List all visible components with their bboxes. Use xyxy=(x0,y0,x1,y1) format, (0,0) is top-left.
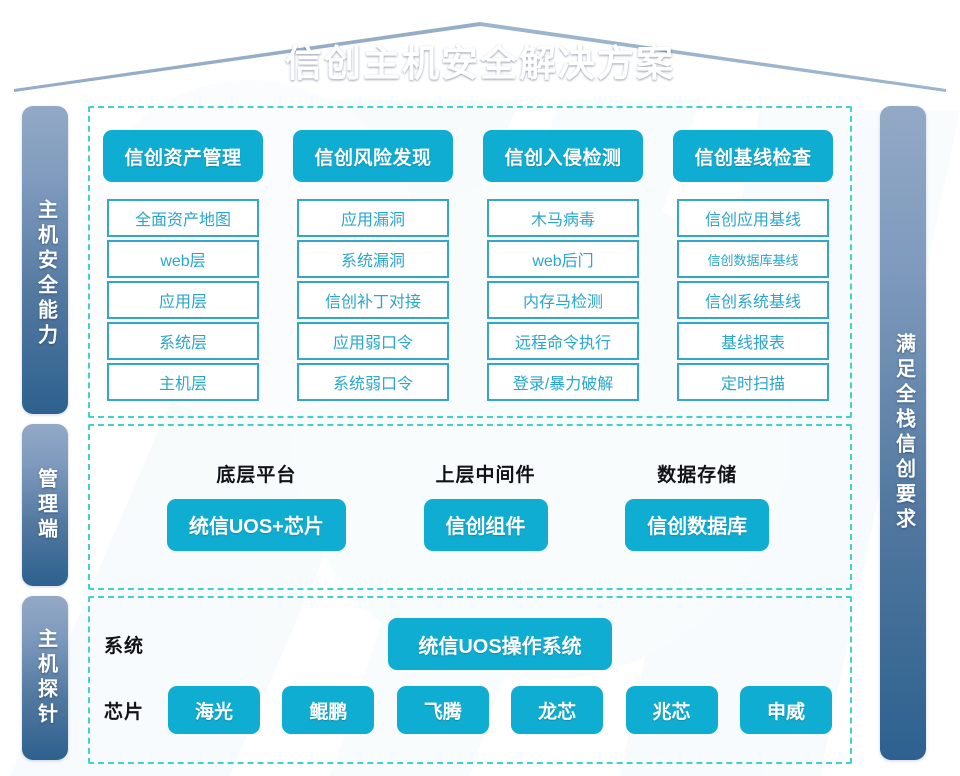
middle-group-data-storage: 数据存储 信创数据库 xyxy=(625,460,770,551)
probe-chip-row: 芯片 海光 鲲鹏 飞腾 龙芯 兆芯 申威 xyxy=(104,686,832,734)
rail-label-fullstack-requirement: 满足全栈信创要求 xyxy=(892,333,915,533)
rail-label-host-security-capability: 主机安全能力 xyxy=(34,199,57,349)
capability-item-list-intrusion-detection: 木马病毒 web后门 内存马检测 远程命令执行 登录/暴力破解 xyxy=(487,199,639,401)
capability-header-baseline-check[interactable]: 信创基线检查 xyxy=(673,130,833,182)
capability-column-risk-discovery: 信创风险发现 应用漏洞 系统漏洞 信创补丁对接 应用弱口令 系统弱口令 xyxy=(293,130,453,401)
capability-column-asset-management: 信创资产管理 全面资产地图 web层 应用层 系统层 主机层 xyxy=(103,130,263,401)
capability-item[interactable]: 应用弱口令 xyxy=(297,322,449,360)
capability-item[interactable]: 信创应用基线 xyxy=(677,199,829,237)
capability-item[interactable]: 全面资产地图 xyxy=(107,199,259,237)
capability-item-list-baseline-check: 信创应用基线 信创数据库基线 信创系统基线 基线报表 定时扫描 xyxy=(677,199,829,401)
capability-item[interactable]: 信创数据库基线 xyxy=(677,240,829,278)
capability-item[interactable]: 定时扫描 xyxy=(677,363,829,401)
middle-group-label: 底层平台 xyxy=(216,464,297,486)
page-title: 信创主机安全解决方案 xyxy=(285,43,675,84)
middle-platform-groups: 底层平台 统信UOS+芯片 上层中间件 信创组件 数据存储 信创数据库 xyxy=(88,424,848,586)
probe-chip-list: 海光 鲲鹏 飞腾 龙芯 兆芯 申威 xyxy=(168,686,832,734)
capability-column-baseline-check: 信创基线检查 信创应用基线 信创数据库基线 信创系统基线 基线报表 定时扫描 xyxy=(673,130,833,401)
probe-system-row: 系统 统信UOS操作系统 xyxy=(104,618,832,670)
capability-item[interactable]: 系统漏洞 xyxy=(297,240,449,278)
rail-label-management-console: 管理端 xyxy=(34,467,57,543)
capability-item[interactable]: web后门 xyxy=(487,240,639,278)
capability-header-risk-discovery[interactable]: 信创风险发现 xyxy=(293,130,453,182)
capability-column-intrusion-detection: 信创入侵检测 木马病毒 web后门 内存马检测 远程命令执行 登录/暴力破解 xyxy=(483,130,643,401)
middle-group-label: 数据存储 xyxy=(657,464,738,486)
capability-item[interactable]: 内存马检测 xyxy=(487,281,639,319)
capability-columns: 信创资产管理 全面资产地图 web层 应用层 系统层 主机层 信创风险发现 应用… xyxy=(88,106,848,414)
chip-box[interactable]: 龙芯 xyxy=(511,686,604,734)
capability-header-intrusion-detection[interactable]: 信创入侵检测 xyxy=(483,130,643,182)
capability-item[interactable]: 系统层 xyxy=(107,322,259,360)
title-banner: 信创主机安全解决方案 xyxy=(0,0,960,100)
middle-group-box[interactable]: 信创数据库 xyxy=(625,498,770,551)
chip-box[interactable]: 海光 xyxy=(168,686,260,734)
middle-group-label: 上层中间件 xyxy=(435,464,536,486)
middle-group-middleware: 上层中间件 信创组件 xyxy=(423,460,548,551)
capability-item[interactable]: 信创系统基线 xyxy=(677,281,829,319)
middle-group-box[interactable]: 信创组件 xyxy=(423,498,548,551)
probe-system-box[interactable]: 统信UOS操作系统 xyxy=(388,618,612,670)
chip-box[interactable]: 飞腾 xyxy=(396,686,489,734)
probe-chip-row-label: 芯片 xyxy=(104,701,145,723)
probe-section: 系统 统信UOS操作系统 芯片 海光 鲲鹏 飞腾 龙芯 兆芯 申威 xyxy=(88,596,848,760)
probe-system-row-label: 系统 xyxy=(104,635,145,657)
capability-header-asset-management[interactable]: 信创资产管理 xyxy=(103,130,263,182)
chip-box[interactable]: 鲲鹏 xyxy=(282,686,375,734)
middle-group-base-platform: 底层平台 统信UOS+芯片 xyxy=(166,460,346,551)
probe-system-box-area: 统信UOS操作系统 xyxy=(168,618,832,670)
rail-item-management-console[interactable]: 管理端 xyxy=(22,424,68,586)
capability-item-list-risk-discovery: 应用漏洞 系统漏洞 信创补丁对接 应用弱口令 系统弱口令 xyxy=(297,199,449,401)
middle-group-box[interactable]: 统信UOS+芯片 xyxy=(166,498,346,551)
capability-item[interactable]: web层 xyxy=(107,240,259,278)
rail-item-host-security-capability[interactable]: 主机安全能力 xyxy=(22,106,68,414)
rail-item-host-probe[interactable]: 主机探针 xyxy=(22,596,68,760)
rail-item-fullstack-requirement[interactable]: 满足全栈信创要求 xyxy=(880,106,926,760)
capability-item[interactable]: 基线报表 xyxy=(677,322,829,360)
capability-item-list-asset-management: 全面资产地图 web层 应用层 系统层 主机层 xyxy=(107,199,259,401)
capability-item[interactable]: 系统弱口令 xyxy=(297,363,449,401)
capability-item[interactable]: 木马病毒 xyxy=(487,199,639,237)
capability-item[interactable]: 信创补丁对接 xyxy=(297,281,449,319)
capability-item[interactable]: 远程命令执行 xyxy=(487,322,639,360)
chip-box[interactable]: 兆芯 xyxy=(625,686,718,734)
chip-box[interactable]: 申威 xyxy=(739,686,832,734)
rail-label-host-probe: 主机探针 xyxy=(34,628,57,728)
capability-item[interactable]: 应用层 xyxy=(107,281,259,319)
capability-item[interactable]: 主机层 xyxy=(107,363,259,401)
capability-item[interactable]: 应用漏洞 xyxy=(297,199,449,237)
capability-item[interactable]: 登录/暴力破解 xyxy=(487,363,639,401)
